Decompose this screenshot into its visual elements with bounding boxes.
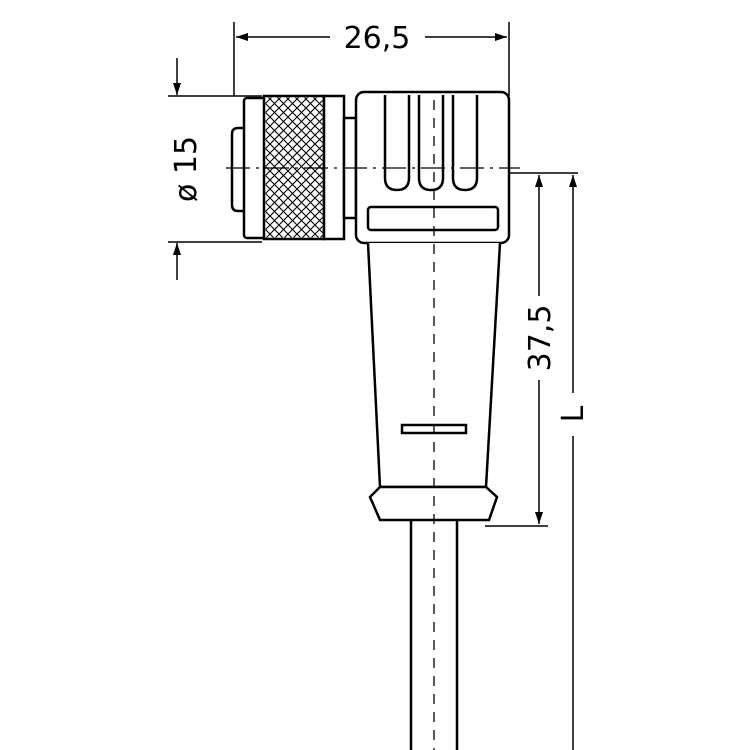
connector-front xyxy=(230,94,358,241)
cable xyxy=(409,520,459,750)
center-lines xyxy=(226,100,520,750)
height-dimension-label: 37,5 xyxy=(523,305,558,372)
housing-rib-1 xyxy=(383,95,411,192)
width-dimension-label: 26,5 xyxy=(344,21,411,56)
label-slot xyxy=(366,205,500,232)
length-dimension-label: L xyxy=(556,405,591,422)
width-dimension: 26,5 xyxy=(233,21,510,96)
diameter-dimension-label: ø 15 xyxy=(169,136,204,202)
housing-rib-2 xyxy=(417,95,445,192)
housing-rib-3 xyxy=(451,95,479,192)
diameter-dimension: ø 15 xyxy=(168,58,262,280)
cable-length-dimension: L xyxy=(556,175,591,750)
